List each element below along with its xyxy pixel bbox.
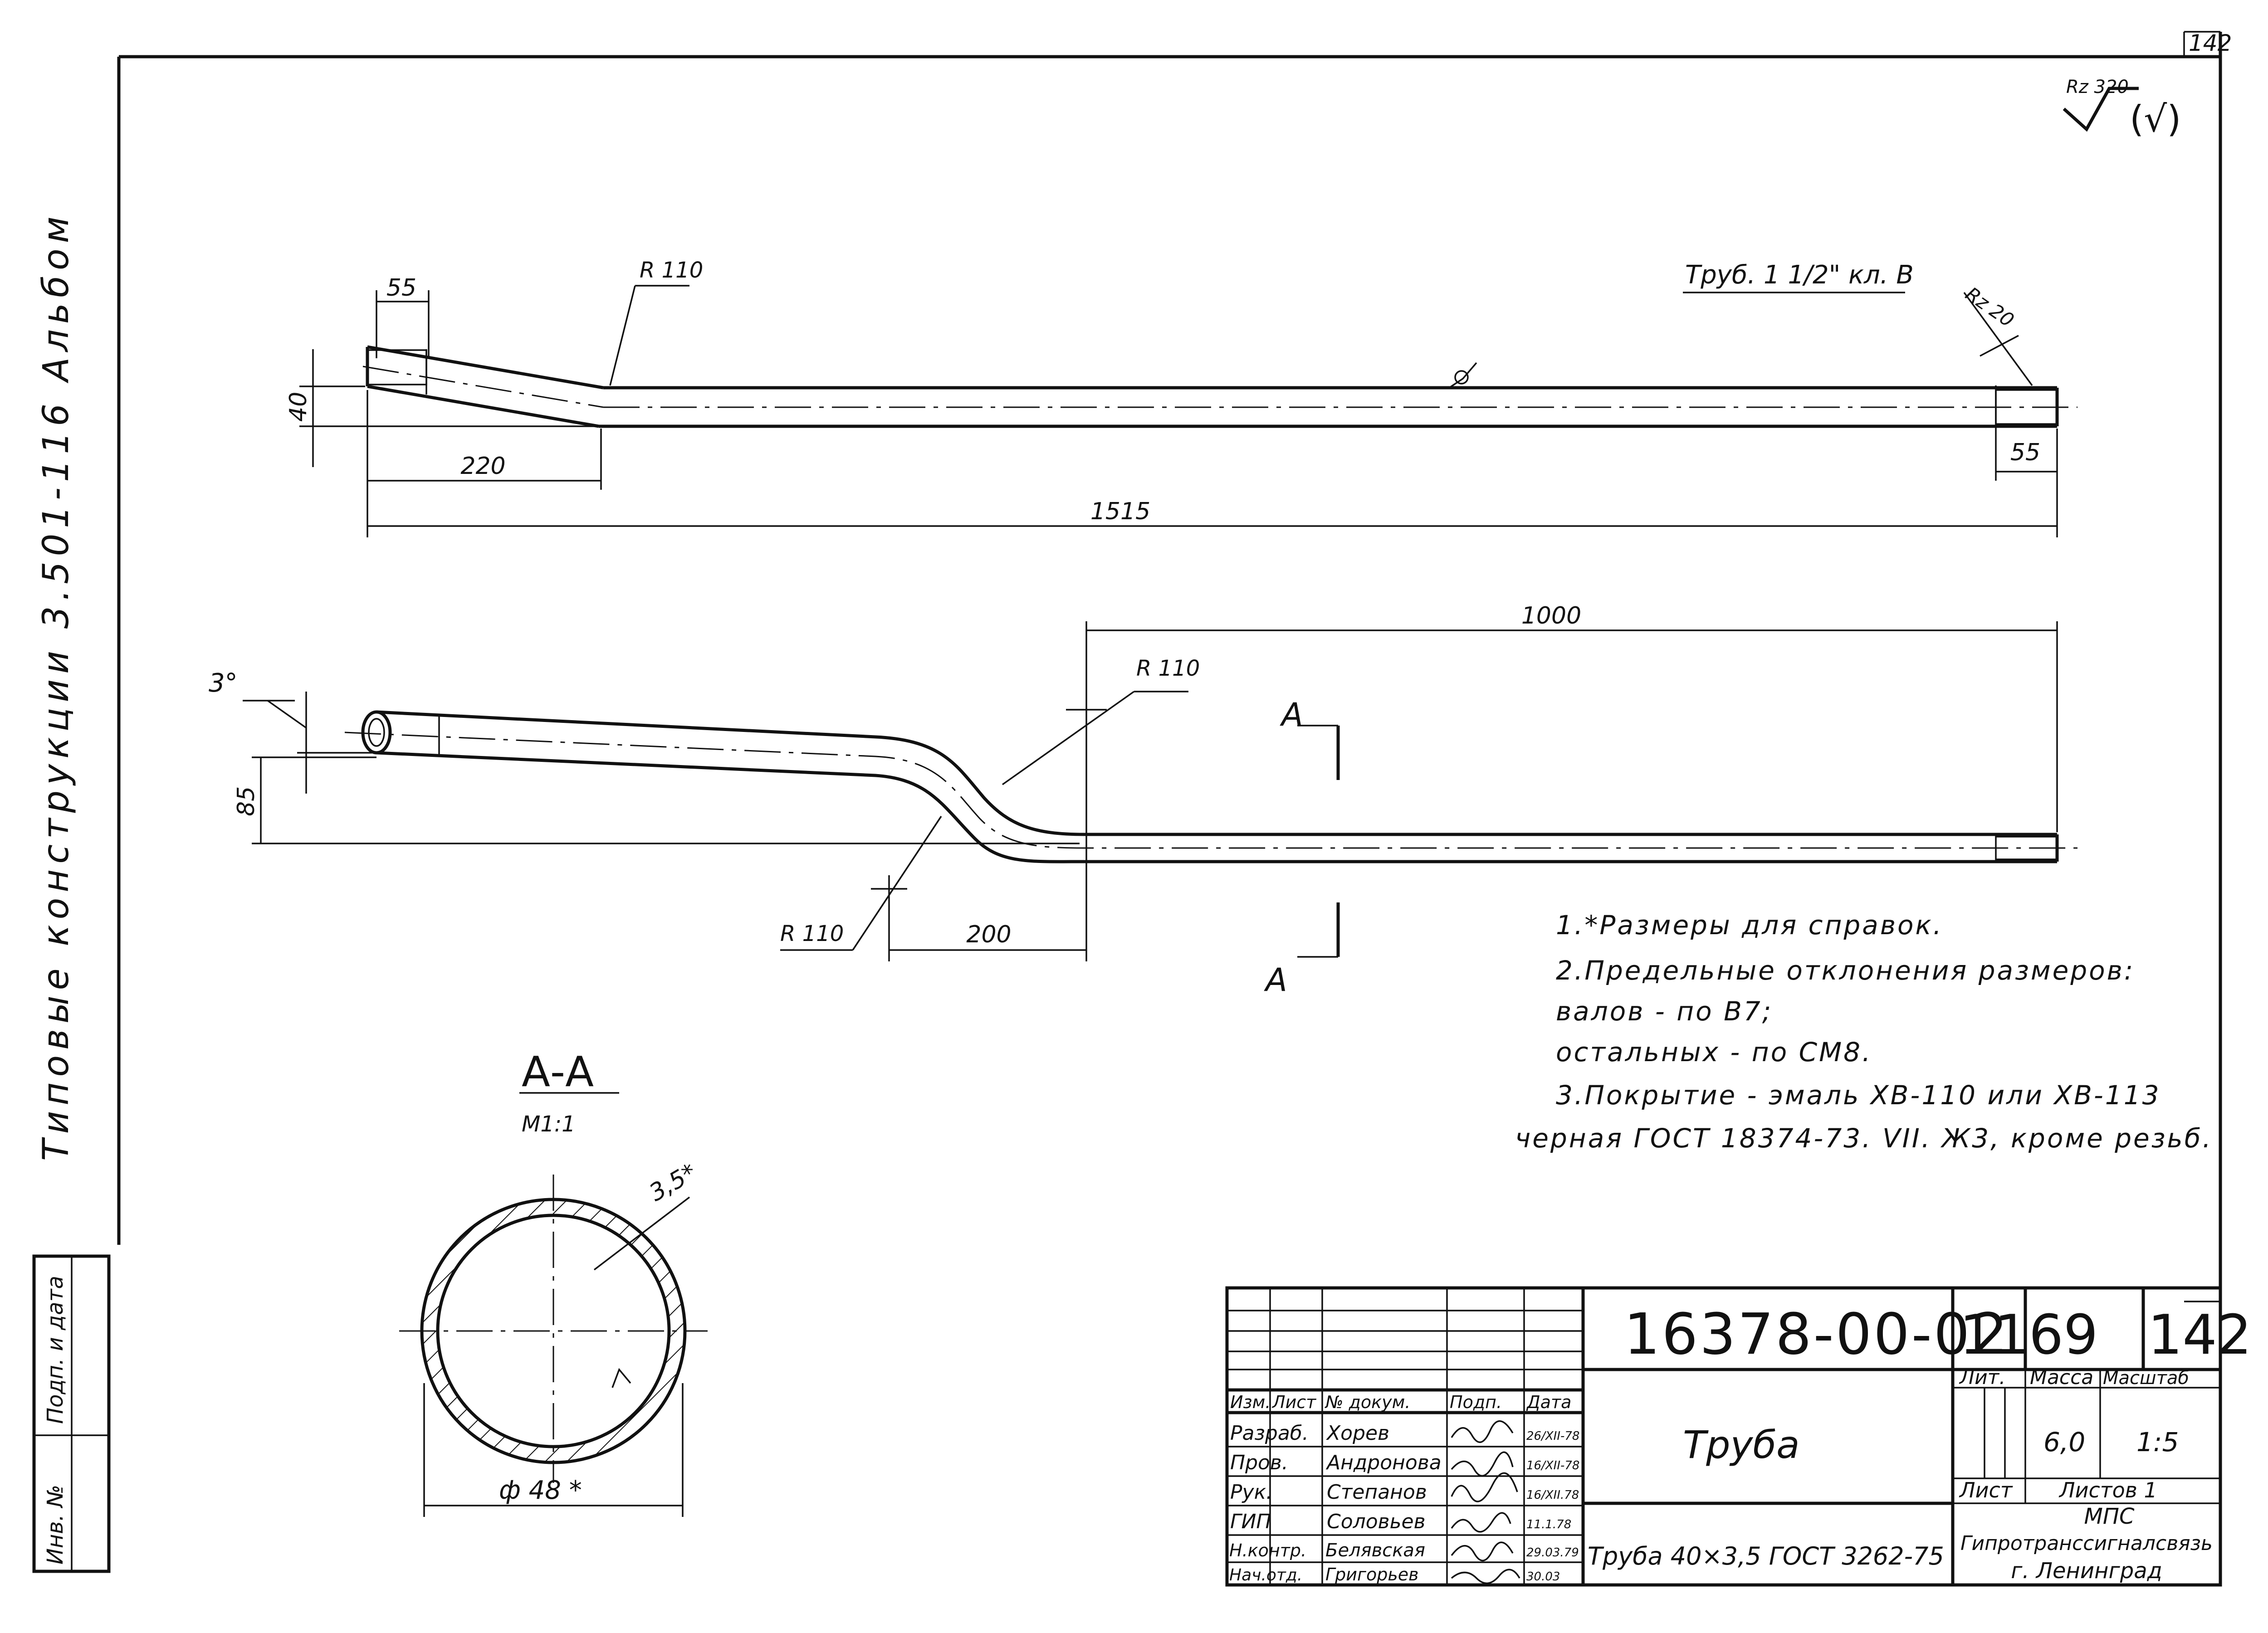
org-institute: Гипротранссигналсвязь bbox=[1960, 1532, 2213, 1555]
material-spec: Труба 40×3,5 ГОСТ 3262-75 bbox=[1588, 1542, 1944, 1570]
col-header: № докум. bbox=[1325, 1392, 1410, 1412]
top-dim-bend: 220 bbox=[460, 453, 505, 480]
signer-role: Разраб. bbox=[1230, 1422, 1309, 1445]
pipe-cross-section bbox=[399, 1175, 708, 1517]
top-dim-offset: 40 bbox=[285, 392, 312, 422]
signer-name: Соловьев bbox=[1327, 1510, 1426, 1533]
technical-notes: 1.*Размеры для справок. 2.Предельные отк… bbox=[1515, 910, 2213, 1154]
note-line: остальных - по СМ8. bbox=[1556, 1037, 1872, 1068]
front-dim-straight: 1000 bbox=[1521, 602, 1581, 629]
front-dim-bend: 200 bbox=[966, 921, 1011, 948]
signer-name: Степанов bbox=[1327, 1481, 1427, 1504]
list-label: Лист bbox=[1959, 1478, 2013, 1502]
note-line: 1.*Размеры для справок. bbox=[1556, 910, 1943, 941]
col-header: Лист bbox=[1271, 1392, 1317, 1412]
note-line: валов - по В7; bbox=[1556, 996, 1773, 1027]
doc-code: 1169 bbox=[1960, 1304, 2098, 1367]
signer-role: Н.контр. bbox=[1229, 1540, 1306, 1560]
signer-role: ГИП bbox=[1230, 1510, 1271, 1533]
org-ministry: МПС bbox=[2084, 1504, 2135, 1529]
lit-header: Лит. bbox=[1959, 1366, 2005, 1389]
sheet-frame bbox=[117, 31, 2222, 1585]
pipe-spec-label: Труб. 1 1/2" кл. В bbox=[1685, 260, 1914, 290]
roughness-general-icon bbox=[2063, 87, 2139, 132]
signer-role: Нач.отд. bbox=[1229, 1566, 1302, 1584]
roughness-end-label: Rz 20 bbox=[1961, 283, 2018, 331]
top-dim-thread-left: 55 bbox=[386, 274, 416, 302]
col-header: Подп. bbox=[1450, 1392, 1502, 1412]
note-line: 2.Предельные отклонения размеров: bbox=[1556, 955, 2135, 986]
note-line: 3.Покрытие - эмаль ХВ-110 или ХВ-113 bbox=[1556, 1080, 2161, 1111]
pipe-top-view bbox=[362, 345, 2077, 429]
signer-role: Пров. bbox=[1230, 1451, 1288, 1474]
signer-date: 30.03 bbox=[1526, 1570, 1560, 1584]
scale-value: 1:5 bbox=[2136, 1427, 2179, 1458]
col-header: Дата bbox=[1526, 1392, 1571, 1412]
signer-date: 16/XII.78 bbox=[1526, 1488, 1579, 1502]
part-name: Труба bbox=[1683, 1423, 1800, 1467]
pipe-front-view bbox=[344, 710, 2077, 863]
signer-role: Рук. bbox=[1230, 1481, 1272, 1504]
signer-name: Хорев bbox=[1326, 1422, 1389, 1445]
section-title: А-А bbox=[522, 1048, 594, 1096]
section-mark-top: A bbox=[1280, 696, 1303, 733]
section-mark-bottom: A bbox=[1264, 961, 1287, 999]
doc-number: 16378-00-02 bbox=[1624, 1302, 2009, 1367]
roughness-general-label: Rz 320 bbox=[2066, 77, 2129, 97]
doc-sheet: 142 bbox=[2148, 1304, 2252, 1367]
section-scale: М1:1 bbox=[522, 1111, 576, 1137]
signer-date: 26/XII-78 bbox=[1526, 1429, 1579, 1443]
top-view-dimensions bbox=[299, 285, 2058, 537]
signer-name: Григорьев bbox=[1325, 1565, 1419, 1584]
note-line: черная ГОСТ 18374-73. VII. Ж3, кроме рез… bbox=[1515, 1123, 2213, 1154]
sign-date-label: Подп. и дата bbox=[43, 1276, 68, 1424]
org-city: г. Ленинград bbox=[2011, 1558, 2162, 1584]
inv-label: Инв. № bbox=[43, 1485, 68, 1565]
signer-rows: Разраб. Хорев 26/XII-78 Пров. Андронова … bbox=[1229, 1422, 1579, 1584]
top-dim-total: 1515 bbox=[1090, 498, 1150, 525]
scale-header: Масштаб bbox=[2103, 1368, 2189, 1389]
album-side-text: Типовые конструкции 3.501-116 Альбом bbox=[36, 211, 77, 1161]
top-dim-thread-right: 55 bbox=[2010, 439, 2040, 466]
signatures bbox=[1451, 1420, 1520, 1584]
col-header: Изм. bbox=[1230, 1392, 1271, 1412]
front-dim-offset: 85 bbox=[233, 786, 260, 816]
lists-label: Листов 1 bbox=[2058, 1478, 2157, 1502]
signer-date: 11.1.78 bbox=[1526, 1518, 1571, 1531]
front-angle: 3° bbox=[209, 668, 238, 698]
front-radius-lower: R 110 bbox=[780, 921, 844, 946]
top-radius-label: R 110 bbox=[640, 258, 703, 283]
left-stamp-box bbox=[32, 1254, 111, 1573]
roughness-paren: (√) bbox=[2130, 98, 2181, 140]
signer-date: 29.03.79 bbox=[1526, 1546, 1579, 1560]
signer-name: Андронова bbox=[1325, 1451, 1442, 1474]
signer-name: Белявская bbox=[1325, 1540, 1425, 1561]
front-radius-upper: R 110 bbox=[1136, 656, 1200, 681]
section-diameter: ф 48 * bbox=[499, 1476, 582, 1505]
mass-header: Масса bbox=[2030, 1366, 2093, 1389]
front-view-dimensions bbox=[243, 621, 2058, 961]
mass-value: 6,0 bbox=[2043, 1427, 2085, 1458]
signer-date: 16/XII-78 bbox=[1526, 1459, 1579, 1472]
title-block bbox=[1225, 1286, 2222, 1587]
sheet-number-corner: 142 bbox=[2189, 30, 2232, 56]
